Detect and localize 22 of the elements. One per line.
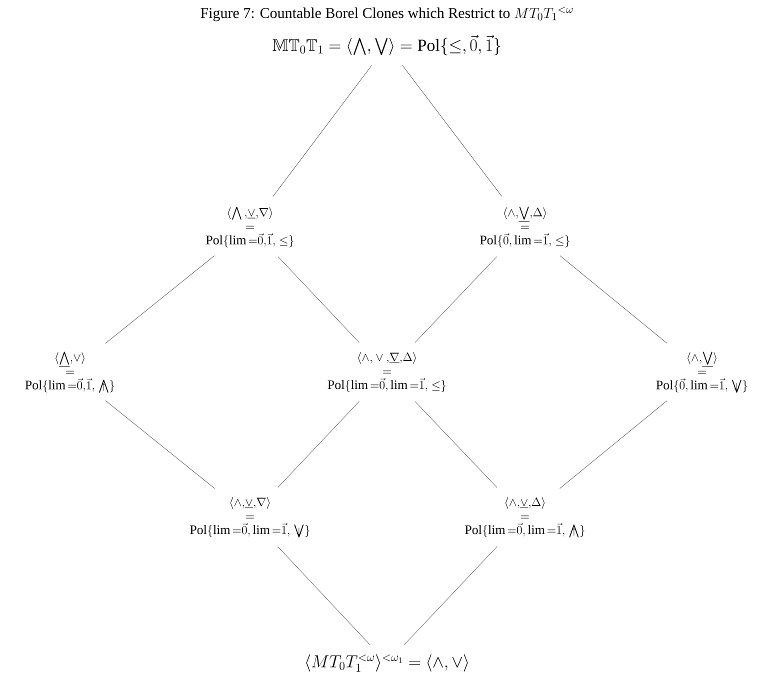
lattice-element: $\langle\wedge{,}\underline{\bigvee}{,}\Delta\rangle$ $=$ $\mathrm{Pol}\{\vec{0}{,}\lim{=}\vec{1}{,}\leq\}$ — [480, 206, 570, 248]
lattice-element: $\langle\wedge{,}\underline{\vee}{,}\nabla\rangle$ $=$ $\mathrm{Pol}\{\lim{=}\vec{0}{,}\lim{=}\vec{1}{,}\mathrel{\ooalign{$\bigvee$\cr\hidewidth$\scriptstyle\downarrow$\hidewidth\cr}}\}$ — [190, 497, 310, 538]
lattice-line — [278, 256, 360, 343]
lattice-line — [272, 65, 372, 197]
formula-label: $\langle MT_0T_1^{<\omega}\rangle^{<\omega_1}=\langle\wedge,\vee\rangle$ — [306, 654, 468, 672]
lattice-line — [105, 256, 215, 344]
lattice-element: $\langle\underline{\bigwedge}{,}\vee\rangle$ $=$ $\mathrm{Pol}\{\lim{=}\vec{0}{,}\vec{1}{,}\mathrel{\ooalign{$\bigwedge$\cr\hidewidth$\scriptstyle\uparrow$\hidewidth\cr}}\}$ — [25, 352, 114, 393]
lattice-line — [105, 400, 215, 489]
lattice-element: $\langle\wedge{,}\underline{\bigvee}\rangle$ $=$ $\mathrm{Pol}\{\vec{0}{,}\lim{=}\vec{1}{,}\mathrel{\ooalign{$\bigvee$\cr\hidewidth$\scriptstyle\downarrow$\hidewidth\cr}}\}$ — [656, 352, 748, 393]
lattice-line — [402, 65, 502, 197]
lattice-line — [277, 546, 370, 645]
formula-label: $\mathbb{MT}_0\mathbb{T}_1=\langle\bigwedge,\bigvee\rangle=\mathrm{Pol}\{\leq,\vec{0},\vec{1}\}$ — [272, 34, 500, 56]
lattice-line — [560, 256, 668, 344]
lattice-element: $\langle\bigwedge{,}\underline{\vee}{,}\nabla\rangle$ $=$ $\mathrm{Pol}\{\lim{=}\vec{0}{,}\vec{1}{,}\leq\}$ — [206, 206, 294, 248]
lattice-line — [278, 401, 360, 488]
figure-title: $\mbox{Figure 7: Countable Borel Clones which Restrict to }MT_0T_1{}^{<\omega}$ — [200, 6, 573, 22]
lattice-element: $\langle\wedge{,}\underline{\vee}{,}\Delta\rangle$ $=$ $\mathrm{Pol}\{\lim{=}\vec{0}{,}\lim{=}\vec{1}{,}\mathrel{\ooalign{$\bigwedge$\cr\hidewidth$\scriptstyle\uparrow$\hidewidth\cr}}\}$ — [465, 497, 584, 538]
lattice-line — [414, 256, 497, 343]
lattice-element: $\langle\wedge{,}\vee{,}\underline{\nabla}{,}\Delta\rangle$ $=$ $\mathrm{Pol}\{\lim{=}\vec{0}{,}\lim{=}\vec{1}{,}\leq\}$ — [328, 352, 446, 392]
lattice-line — [414, 401, 498, 488]
lattice-line — [404, 546, 498, 645]
lattice-line — [560, 400, 668, 489]
